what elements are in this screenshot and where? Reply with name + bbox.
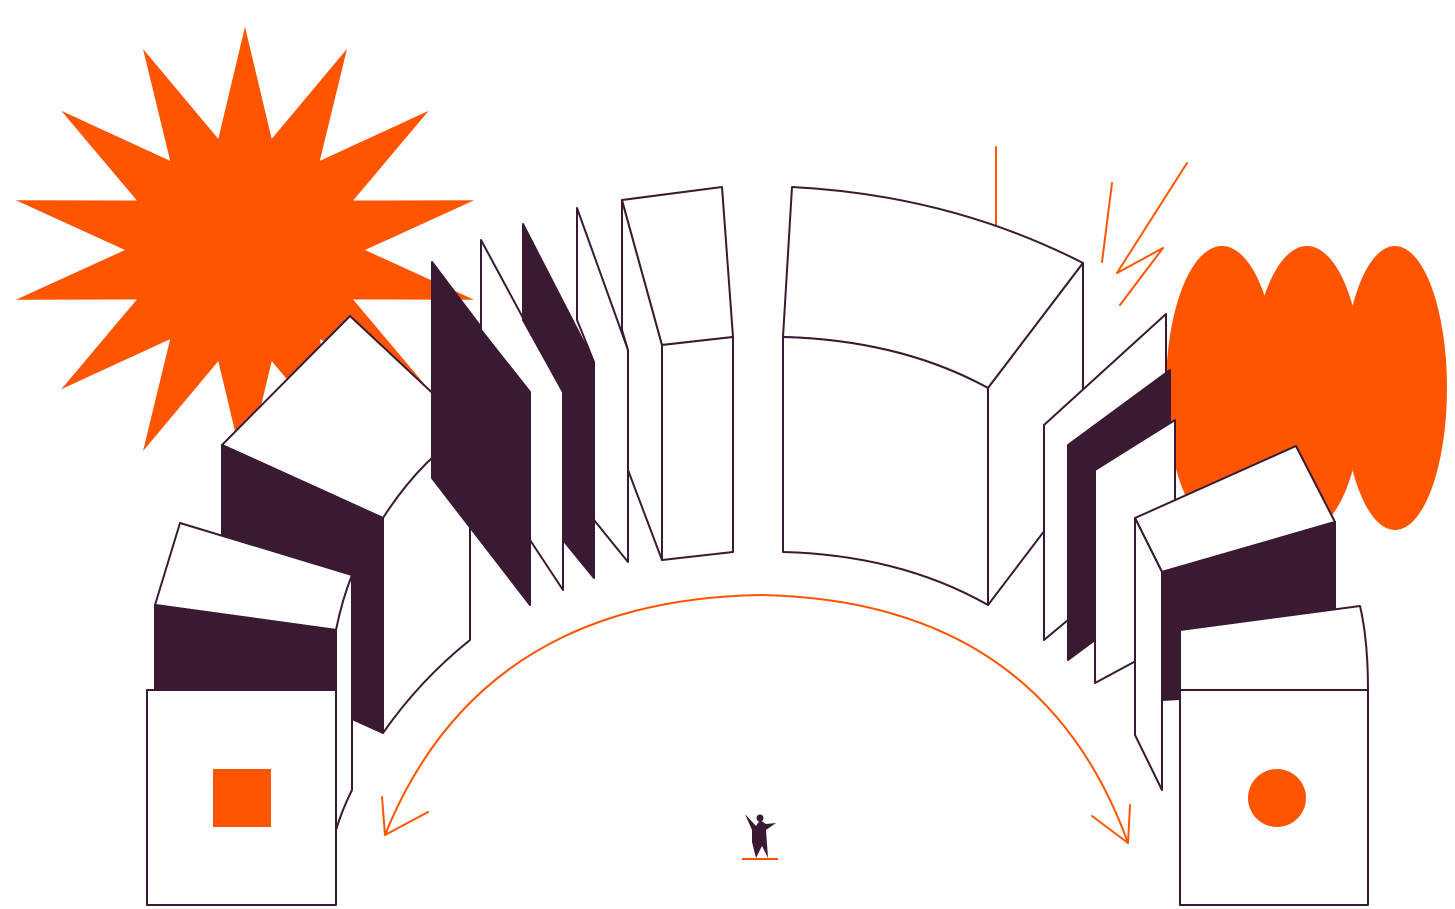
- right-front-block: [1134, 445, 1369, 906]
- person-figure-icon: [742, 814, 778, 860]
- circle-mark-icon: [1248, 769, 1306, 827]
- square-mark-icon: [213, 769, 271, 827]
- left-front-block: [146, 522, 353, 906]
- panels: [431, 186, 734, 606]
- center-right-block: [782, 186, 1084, 606]
- starburst-icon: [15, 26, 475, 474]
- curved-arrow-icon: [381, 594, 1131, 844]
